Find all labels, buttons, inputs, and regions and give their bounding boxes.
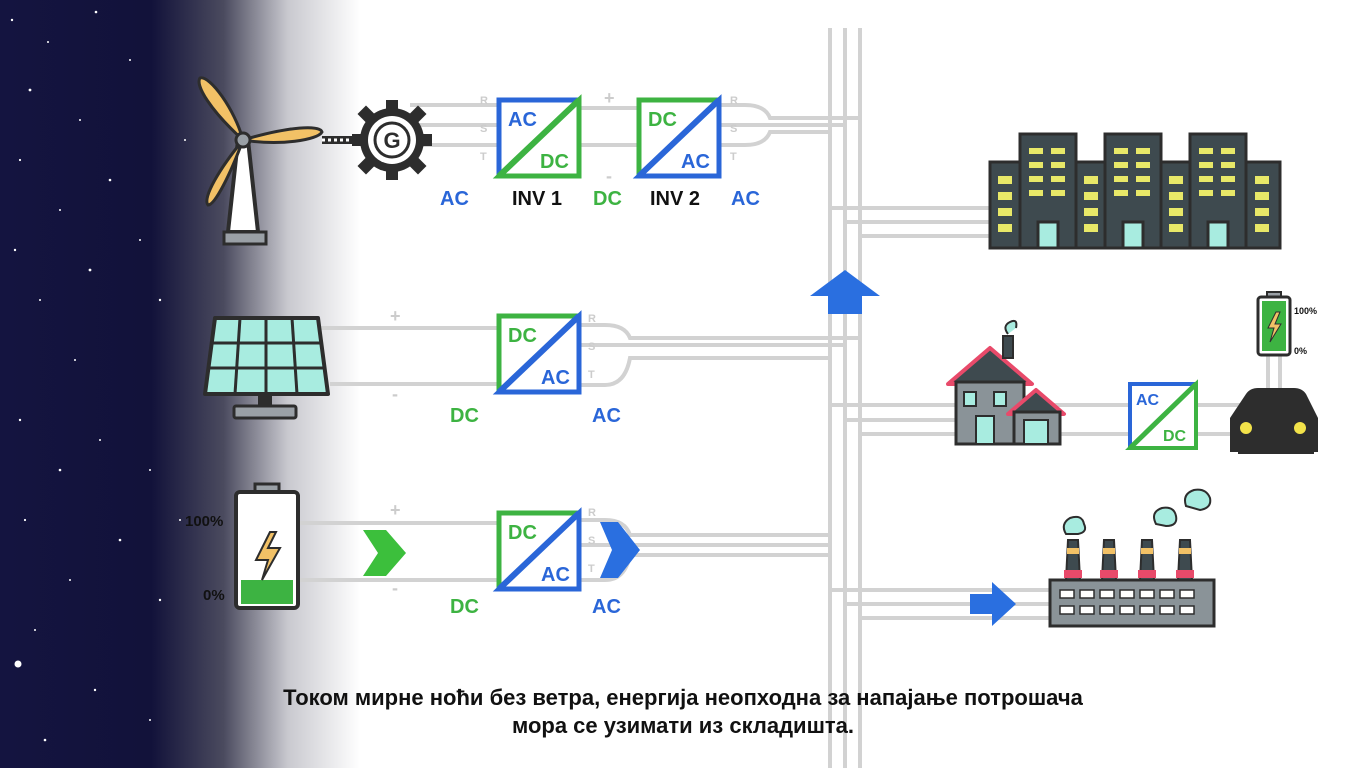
- phase-label-t: T: [588, 369, 595, 381]
- ev-inverter-bottom-label: DC: [1163, 428, 1187, 445]
- solar-ac-label: AC: [592, 405, 621, 427]
- solar-dc-label: DC: [450, 405, 479, 427]
- plus-sign: +: [390, 306, 401, 326]
- battery-inverter-bottom-label: AC: [541, 564, 570, 586]
- battery-dc-label: DC: [450, 596, 479, 618]
- solar-inverter-top-label: DC: [508, 325, 537, 347]
- city-buildings-icon: [988, 132, 1282, 250]
- inverter-2-top-label: DC: [648, 109, 677, 131]
- ev-battery-level-full: 100%: [1294, 306, 1317, 316]
- stars: [10, 10, 186, 742]
- factory-arrow-icon: [970, 582, 1016, 626]
- generator-icon: G: [352, 100, 432, 180]
- ev-inverter[interactable]: AC DC: [1125, 379, 1198, 450]
- caption-line-1: Током мирне ноћи без ветра, енергија нео…: [283, 685, 1083, 710]
- wind-dc-label: DC: [593, 188, 622, 210]
- minus-sign: -: [392, 578, 398, 598]
- battery-ac-label: AC: [592, 596, 621, 618]
- city-wires: [830, 206, 990, 238]
- minus-sign: -: [392, 384, 398, 404]
- phase-label-r: R: [588, 313, 596, 325]
- plus-sign: +: [390, 500, 401, 520]
- factory-icon: [1048, 488, 1216, 628]
- wind-ac-out-label: AC: [731, 188, 760, 210]
- wind-turbine-icon: [197, 76, 360, 246]
- right-arrow-icon: [600, 522, 640, 578]
- plus-sign: +: [604, 88, 615, 108]
- battery-level-empty: 0%: [203, 587, 225, 604]
- solar-inverter-bottom-label: AC: [541, 367, 570, 389]
- inverter-1-top-label: AC: [508, 109, 537, 131]
- main-bus: [828, 28, 862, 768]
- minus-sign: -: [606, 166, 612, 186]
- battery-level-full: 100%: [185, 513, 223, 530]
- caption: Током мирне ноћи без ветра, енергија нео…: [0, 684, 1366, 740]
- phase-label-t: T: [480, 151, 487, 163]
- inverter-1[interactable]: AC DC: [492, 94, 582, 179]
- up-arrow-icon: [810, 270, 880, 314]
- phase-label-r: R: [480, 95, 488, 107]
- ev-inverter-top-label: AC: [1136, 392, 1160, 409]
- phase-label-s: S: [730, 123, 737, 135]
- wind-row-wires: [410, 103, 860, 147]
- inv2-name-label: INV 2: [650, 188, 700, 210]
- electric-car-icon: [1230, 388, 1318, 454]
- battery-inverter-top-label: DC: [508, 522, 537, 544]
- factory-wires: [830, 588, 1050, 620]
- right-arrow-icon-green: [363, 530, 406, 576]
- phase-label-s: S: [480, 123, 487, 135]
- houses-icon: [946, 319, 1066, 446]
- wind-ac-label: AC: [440, 188, 469, 210]
- solar-panel-icon: [203, 316, 330, 420]
- inverter-2-bottom-label: AC: [681, 151, 710, 173]
- ev-battery-icon: [1256, 291, 1292, 357]
- phase-label-s: S: [588, 341, 595, 353]
- ev-battery-level-empty: 0%: [1294, 346, 1307, 356]
- phase-label-t: T: [588, 563, 595, 575]
- inverter-2[interactable]: DC AC: [632, 94, 722, 179]
- inv1-name-label: INV 1: [512, 188, 562, 210]
- solar-inverter[interactable]: DC AC: [492, 310, 582, 395]
- solar-row-wires: [320, 323, 860, 387]
- battery-icon: [234, 482, 300, 610]
- phase-label-t: T: [730, 151, 737, 163]
- phase-label-r: R: [588, 507, 596, 519]
- phase-label-r: R: [730, 95, 738, 107]
- inverter-1-bottom-label: DC: [540, 151, 569, 173]
- phase-label-s: S: [588, 535, 595, 547]
- wind-phase-labels: R S T R S T + -: [480, 88, 738, 186]
- generator-letter: G: [383, 128, 400, 153]
- caption-line-2: мора се узимати из складишта.: [511, 713, 855, 738]
- battery-inverter[interactable]: DC AC: [492, 507, 582, 592]
